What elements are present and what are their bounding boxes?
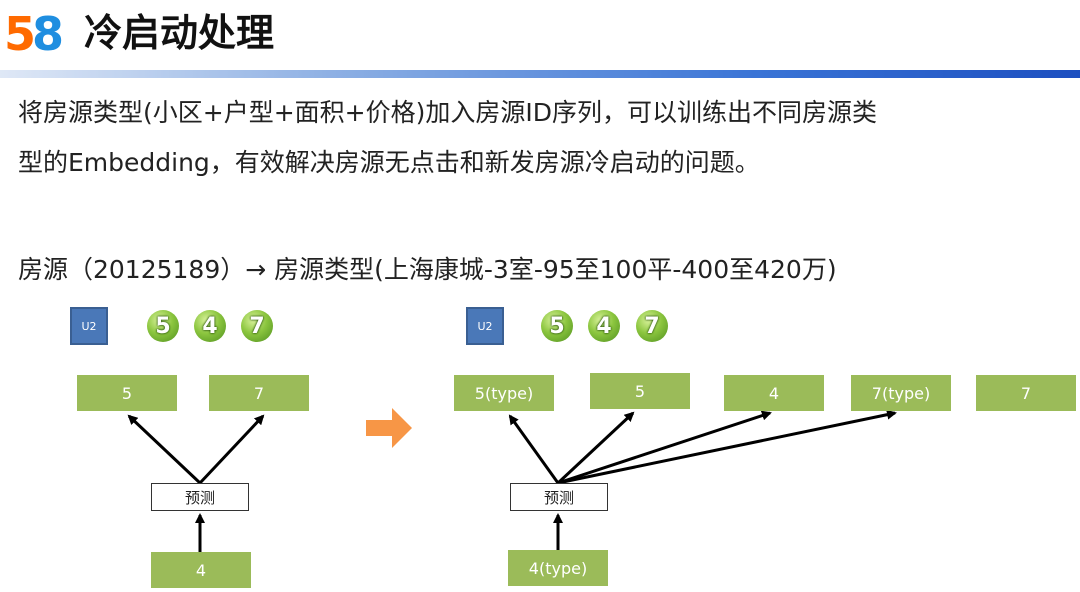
logo-digit-8: 8 [32,7,64,61]
right-arrow-to-5type [508,414,560,484]
left-seq-item-7: 7 [241,310,273,342]
right-seq-item-5: 5 [541,310,573,342]
right-predict-box: 预测 [510,483,608,511]
right-seq-item-4: 4 [588,310,620,342]
logo-digit-5: 5 [4,7,36,61]
left-target-5: 5 [77,375,177,411]
left-seq-item-4: 4 [194,310,226,342]
right-target-4: 4 [724,375,824,411]
left-seq-item-5: 5 [147,310,179,342]
right-arrow-to-7type [557,409,897,485]
left-arrow-to-5 [127,414,202,485]
left-target-7: 7 [209,375,309,411]
right-target-7type: 7(type) [851,375,951,411]
right-seq-item-7: 7 [636,310,668,342]
slide-title: 冷启动处理 [84,11,275,55]
right-arrow-to-4 [557,410,772,485]
right-target-7: 7 [976,375,1076,411]
left-user-u2: U2 [70,307,108,345]
description-line-1: 将房源类型(小区+户型+面积+价格)加入房源ID序列，可以训练出不同房源类 [18,98,877,127]
right-input-4type: 4(type) [508,550,608,586]
right-arrow-to-5 [556,411,635,485]
right-target-5: 5 [590,373,690,409]
transform-arrow-icon [366,408,412,448]
logo: 58 [4,6,64,62]
left-predict-box: 预测 [151,483,249,511]
left-input-4: 4 [151,552,251,588]
example-mapping: 房源（20125189）→ 房源类型(上海康城-3室-95至100平-400至4… [18,255,837,284]
right-user-u2: U2 [466,307,504,345]
header-divider [0,70,1080,78]
left-arrow-to-7 [198,414,265,485]
right-target-5type: 5(type) [454,375,554,411]
description-line-2: 型的Embedding，有效解决房源无点击和新发房源冷启动的问题。 [18,148,760,177]
header: 58 冷启动处理 [0,0,1080,72]
